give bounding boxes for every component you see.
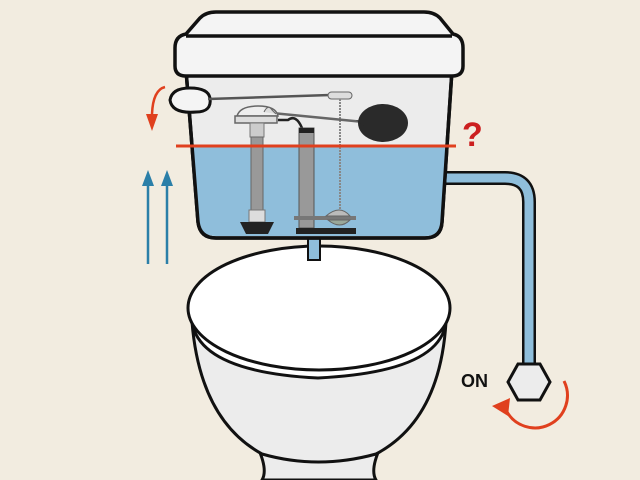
tank-water (193, 145, 447, 236)
fill-valve (234, 105, 304, 234)
overflow-tube (294, 127, 356, 234)
valve-on-label: ON (461, 371, 488, 391)
handle-down-arrow-icon (146, 85, 166, 131)
shutoff-valve-hex-icon[interactable] (506, 362, 552, 402)
supply-pipe (430, 171, 536, 365)
valve-turn-arrow-icon (492, 380, 569, 430)
water-rise-arrow-icon (142, 170, 154, 264)
float-arm (271, 111, 365, 124)
toilet-seat-lid (186, 244, 452, 372)
trip-lever-arm (207, 93, 331, 101)
water-level-question-mark: ? (462, 116, 483, 154)
water-rise-arrow-icon (161, 170, 173, 264)
tank-lid (173, 10, 465, 78)
float-ball (358, 104, 408, 142)
flush-handle[interactable] (168, 86, 212, 114)
